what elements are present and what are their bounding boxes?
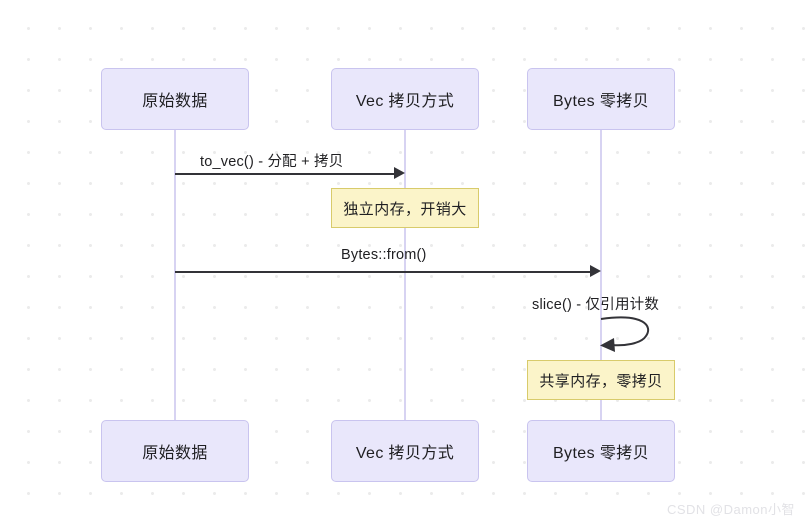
note-box-vec: 独立内存，开销大 xyxy=(331,188,479,228)
participant-label-raw-bottom: 原始数据 xyxy=(142,445,208,462)
message-line-bytes-from xyxy=(175,271,590,273)
watermark: CSDN @Damon小智 xyxy=(666,502,795,517)
participant-box-raw-top[interactable]: 原始数据 xyxy=(101,68,249,130)
participant-label-bytes-top: Bytes 零拷贝 xyxy=(552,93,650,110)
lifeline-bytes xyxy=(600,130,602,420)
note-text-bytes: 共享内存，零拷贝 xyxy=(539,372,663,390)
lifeline-raw xyxy=(174,130,176,420)
participant-box-raw-bottom[interactable]: 原始数据 xyxy=(101,420,249,482)
participant-box-bytes-top[interactable]: Bytes 零拷贝 xyxy=(527,68,675,130)
participant-label-vec-top: Vec 拷贝方式 xyxy=(355,93,455,110)
lifeline-vec xyxy=(404,130,406,420)
message-label-bytes-from: Bytes::from() xyxy=(341,247,427,263)
participant-box-bytes-bottom[interactable]: Bytes 零拷贝 xyxy=(527,420,675,482)
message-arrowhead-to-vec xyxy=(394,167,405,179)
participant-label-bytes-bottom: Bytes 零拷贝 xyxy=(552,445,650,462)
note-box-bytes: 共享内存，零拷贝 xyxy=(527,360,675,400)
note-text-vec: 独立内存，开销大 xyxy=(343,200,467,218)
message-label-to-vec: to_vec() - 分配 + 拷贝 xyxy=(200,154,344,170)
message-line-to-vec xyxy=(175,173,394,175)
message-arrowhead-bytes-from xyxy=(590,265,601,277)
participant-box-vec-bottom[interactable]: Vec 拷贝方式 xyxy=(331,420,479,482)
participant-box-vec-top[interactable]: Vec 拷贝方式 xyxy=(331,68,479,130)
self-loop-arrow-slice xyxy=(600,316,650,352)
participant-label-raw-top: 原始数据 xyxy=(142,93,208,110)
message-label-slice: slice() - 仅引用计数 xyxy=(532,297,660,313)
participant-label-vec-bottom: Vec 拷贝方式 xyxy=(355,445,455,462)
